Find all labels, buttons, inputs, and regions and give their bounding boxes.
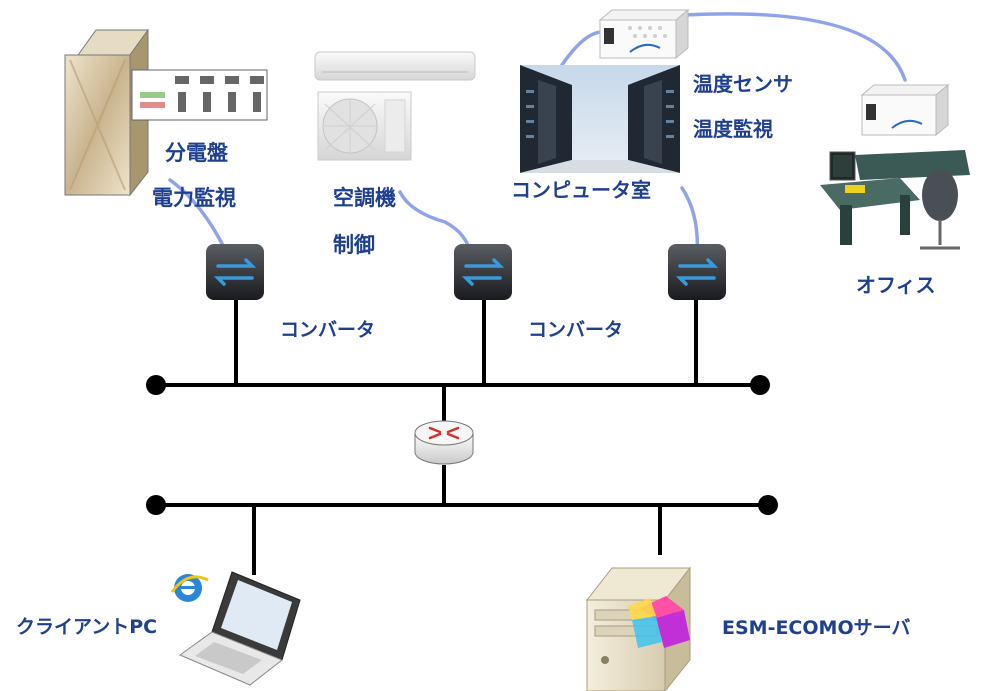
label-temp-monitoring: 温度監視 — [693, 117, 773, 141]
converter-icon — [206, 244, 264, 300]
ecomo-logo-icon — [628, 596, 690, 648]
label-client-pc: クライアントPC — [16, 616, 157, 638]
office-desk-icon — [820, 150, 970, 250]
converter-icon — [454, 244, 512, 300]
temperature-sensor-icon — [598, 8, 690, 60]
cable-room-sensor — [558, 30, 607, 70]
label-temp-sensor: 温度センサ — [693, 72, 793, 96]
label-converter-1: コンバータ — [280, 319, 375, 341]
label-converter-2: コンバータ — [528, 319, 623, 341]
label-distribution-board: 分電盤 — [165, 141, 229, 165]
label-server: ESM-ECOMOサーバ — [722, 617, 910, 639]
labels: 分電盤 電力監視 空調機 制御 コンピュータ室 温度センサ 温度監視 オフィス … — [16, 72, 936, 639]
label-control: 制御 — [333, 233, 375, 257]
laptop-icon — [178, 571, 301, 686]
server-rack-room-icon — [520, 65, 680, 173]
network-lines — [156, 300, 768, 575]
cable-sensor-sensor — [683, 12, 907, 82]
ie-browser-icon — [170, 574, 209, 602]
label-computer-room: コンピュータ室 — [511, 178, 651, 202]
label-power-monitoring: 電力監視 — [152, 186, 236, 210]
converter-icon — [668, 244, 726, 300]
bus-terminators — [146, 375, 778, 515]
label-office: オフィス — [856, 273, 936, 297]
router-icon — [414, 420, 474, 465]
label-air-conditioner: 空調機 — [333, 186, 396, 210]
distribution-board-icon — [64, 28, 268, 197]
temperature-sensor-icon — [860, 83, 950, 137]
air-conditioner-icon — [314, 51, 476, 161]
